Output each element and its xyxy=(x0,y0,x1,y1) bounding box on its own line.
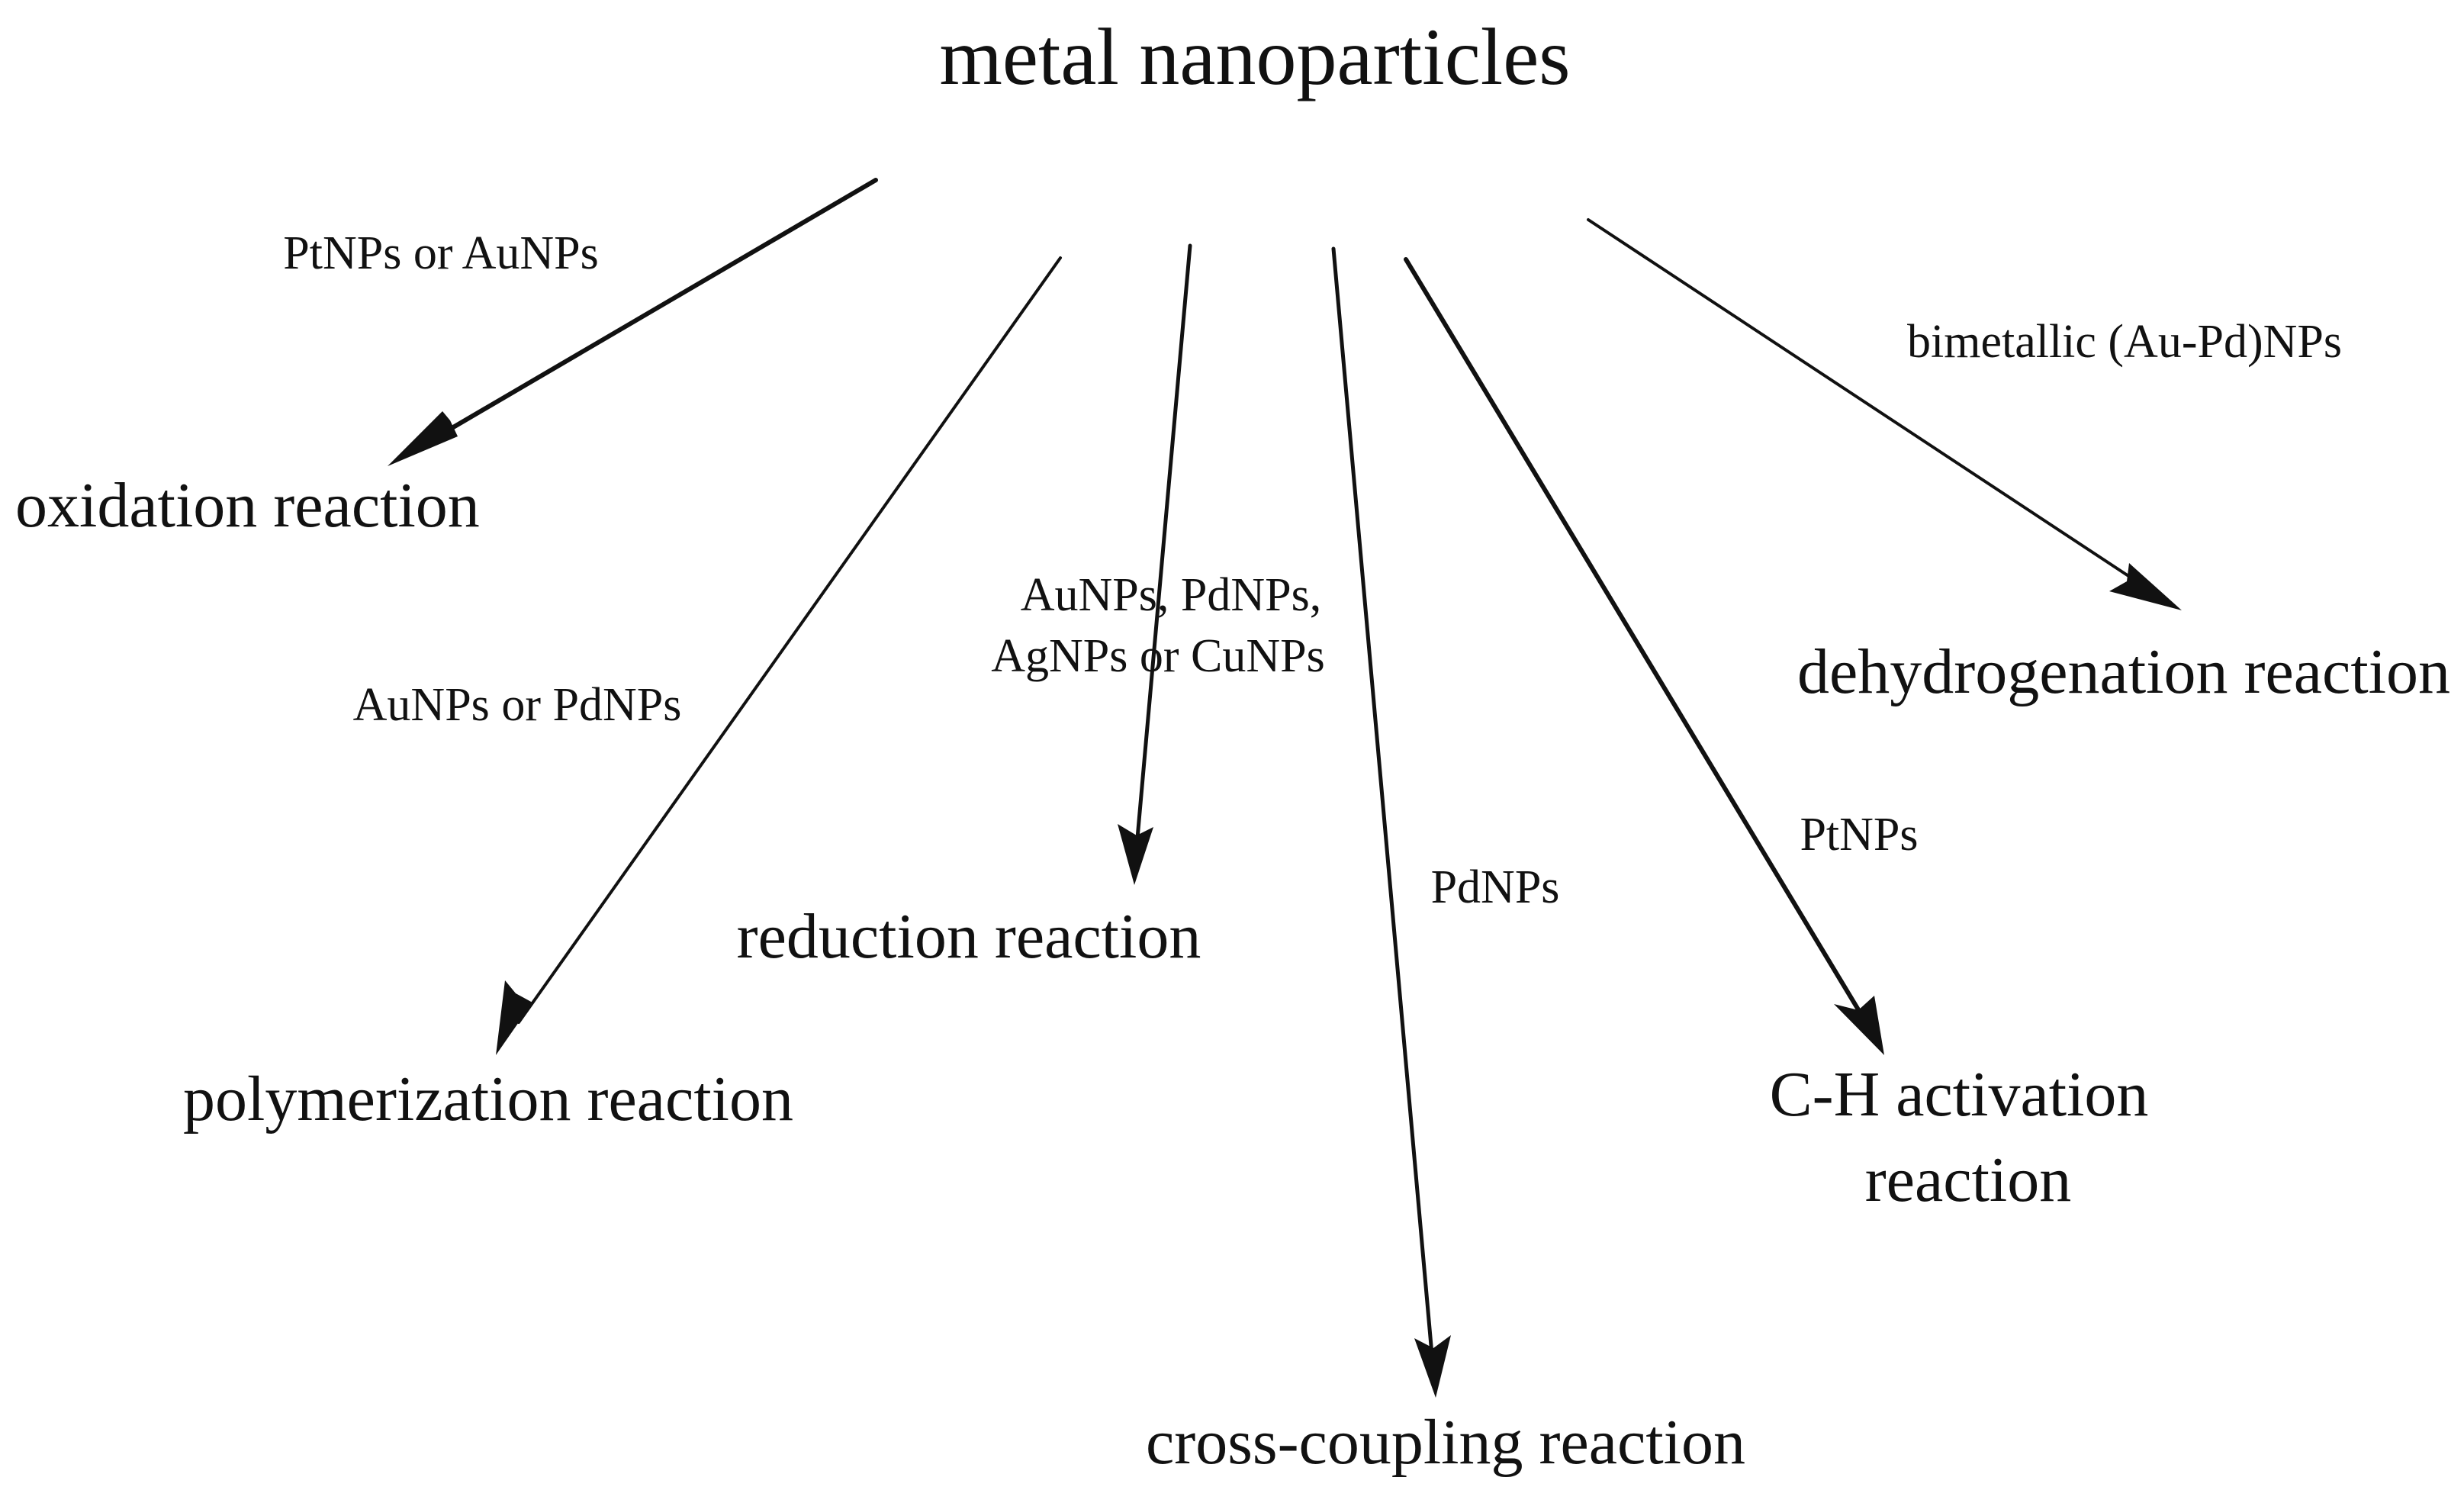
catalyst-label-cross-coupling: PdNPs xyxy=(1431,861,1560,913)
arrow-to-reduction xyxy=(1118,243,1192,885)
target-polymerization: polymerization reaction xyxy=(183,1064,793,1134)
catalyst-label-dehydrogenation: bimetallic (Au-Pd)NPs xyxy=(1907,316,2342,368)
catalyst-label-reduction-line2: AgNPs or CuNPs xyxy=(991,630,1325,682)
arrow-to-oxidation xyxy=(388,178,878,466)
arrow-to-polymerization xyxy=(496,256,1062,1055)
target-oxidation: oxidation reaction xyxy=(15,470,480,541)
arrow-to-ch-activation xyxy=(1404,257,1884,1055)
root-node-title: metal nanoparticles xyxy=(939,12,1570,101)
arrow-to-dehydrogenation xyxy=(1587,218,2182,610)
arrow-to-cross-coupling xyxy=(1331,246,1451,1398)
target-ch-activation-line2: reaction xyxy=(1865,1144,2072,1215)
catalyst-label-polymerization: AuNPs or PdNPs xyxy=(353,679,682,731)
target-dehydrogenation: dehydrogenation reaction xyxy=(1797,636,2450,707)
target-reduction: reduction reaction xyxy=(737,901,1201,972)
catalyst-label-reduction-line1: AuNPs, PdNPs, xyxy=(1021,569,1322,621)
catalyst-label-ch-activation: PtNPs xyxy=(1800,809,1918,861)
catalyst-label-oxidation: PtNPs or AuNPs xyxy=(283,227,598,279)
target-cross-coupling: cross-coupling reaction xyxy=(1146,1407,1745,1478)
target-ch-activation-line1: C-H activation xyxy=(1770,1059,2149,1130)
